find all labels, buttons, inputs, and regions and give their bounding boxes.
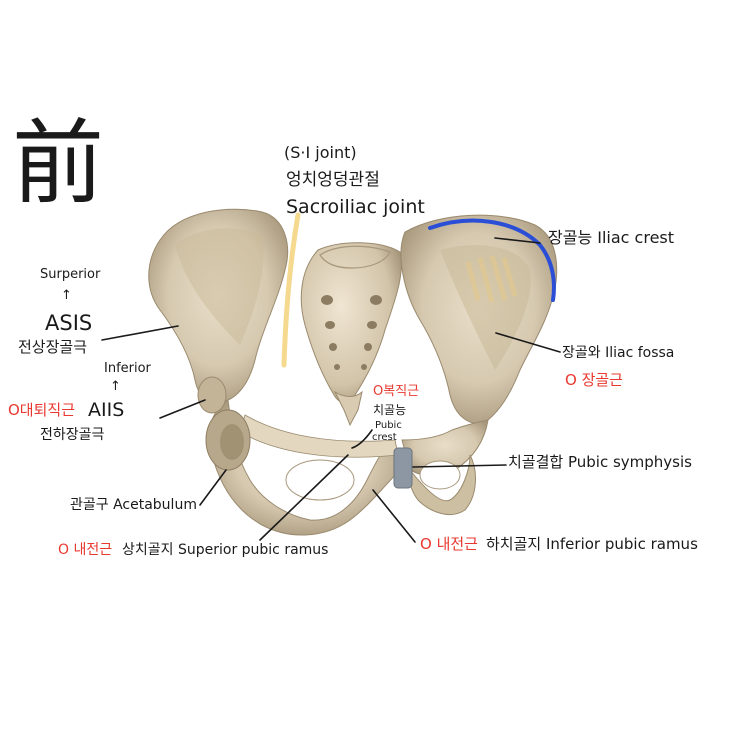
- front-view-hanja: 前: [12, 110, 105, 217]
- aiis-label: AIIS: [88, 399, 125, 421]
- iliac-crest-label: 장골능 Iliac crest: [548, 228, 675, 247]
- aiis-muscle-label: O대퇴직근: [8, 401, 76, 419]
- leader-lines: [101, 237, 561, 543]
- pubic-crest-muscle-label: O복직근: [373, 384, 420, 399]
- asis-label: ASIS: [45, 311, 93, 335]
- asis-ko-label: 전상장골극: [18, 338, 88, 356]
- superior-ramus-label: 상치골지 Superior pubic ramus: [122, 542, 329, 558]
- pubic-symphysis-shape: [393, 447, 413, 489]
- left-acetabulum-inner: [220, 424, 244, 460]
- superior-label: Surperior: [40, 267, 101, 282]
- si-joint-ko-label: 엉치엉덩관절: [286, 170, 380, 190]
- pubic-crest-en-label-1: Pubic: [375, 420, 402, 431]
- iliacus-origin-label: O 장골근: [565, 371, 623, 389]
- iliacus-stripes: [465, 255, 518, 303]
- pubic-crest-ko-label: 치골능: [373, 403, 407, 417]
- superior-arrow: ↑: [61, 288, 72, 303]
- aiis-ko-label: 전하장골극: [40, 427, 105, 443]
- pubic-symphysis-label: 치골결합 Pubic symphysis: [508, 453, 692, 471]
- right-ischium: [409, 454, 476, 515]
- superior-ramus-muscle-label: O 내전근: [58, 542, 113, 558]
- si-joint-en-label: Sacroiliac joint: [286, 196, 425, 218]
- si-joint-highlight: [281, 212, 301, 368]
- si-joint-abbr-label: (S·I joint): [284, 143, 357, 162]
- inferior-arrow: ↑: [110, 379, 121, 394]
- inferior-ramus-label: 하치골지 Inferior pubic ramus: [486, 535, 698, 553]
- right-obturator-foramen: [419, 460, 461, 490]
- iliac-crest-highlight: [428, 218, 556, 302]
- acetabulum-label: 관골구 Acetabulum: [70, 497, 197, 513]
- aiis-bump: [197, 376, 227, 414]
- pubic-crest-en-label-2: crest: [372, 432, 397, 443]
- left-iliac-fossa-shade: [175, 228, 264, 345]
- sacrum: [300, 242, 402, 403]
- left-obturator-foramen: [285, 459, 355, 501]
- sacral-foramina: [321, 295, 382, 370]
- sacral-promontory: [319, 245, 391, 269]
- iliac-fossa-label: 장골와 Iliac fossa: [562, 345, 675, 361]
- coccyx: [333, 390, 363, 427]
- inferior-label: Inferior: [104, 361, 151, 376]
- inferior-ramus-muscle-label: O 내전근: [420, 535, 478, 553]
